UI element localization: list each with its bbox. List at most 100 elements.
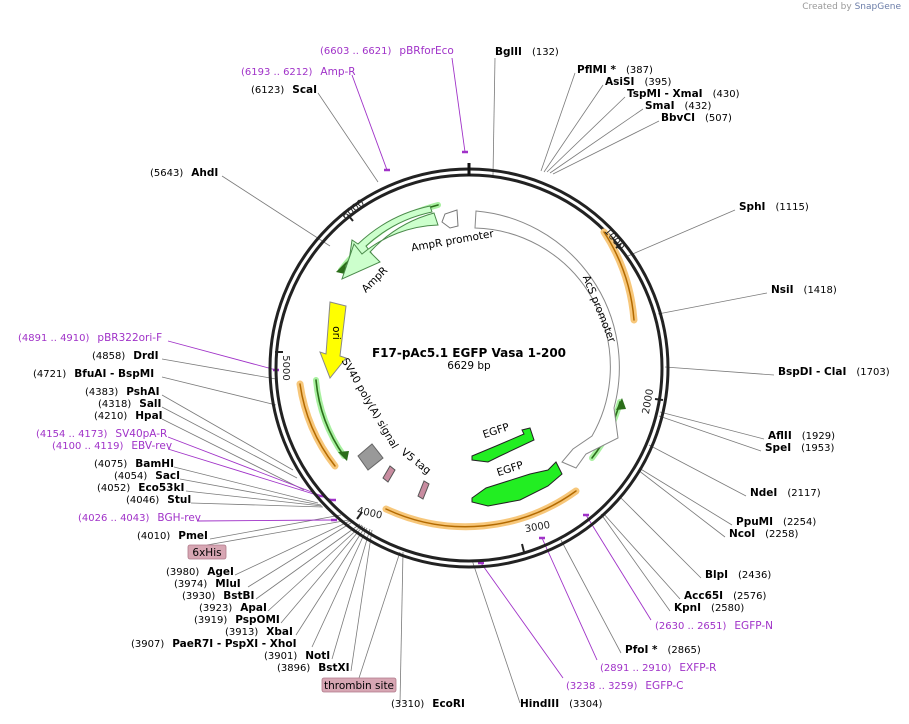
restriction-site[interactable]: AflII(1929): [768, 430, 835, 442]
restriction-site[interactable]: (4052)Eco53kI: [97, 482, 184, 494]
primer[interactable]: (6603 .. 6621)pBRforEco: [320, 45, 454, 57]
restriction-site[interactable]: BlpI(2436): [705, 569, 771, 581]
restriction-site[interactable]: (4210)HpaI: [94, 410, 163, 422]
restriction-site[interactable]: (4858)DrdI: [92, 350, 159, 362]
restriction-site[interactable]: (3913)XbaI: [225, 626, 293, 638]
site-leader-line: [209, 514, 342, 540]
restriction-site[interactable]: (3919)PspOMI: [194, 614, 280, 626]
restriction-site[interactable]: TspMI - XmaI(430): [627, 88, 740, 100]
tag-label[interactable]: 6xHis: [187, 544, 227, 560]
restriction-site[interactable]: (3974)MluI: [174, 578, 241, 590]
site-name: BspDI - ClaI: [778, 366, 846, 378]
primer[interactable]: (4100 .. 4119)EBV-rev: [52, 440, 172, 452]
primer[interactable]: (2630 .. 2651)EGFP-N: [655, 620, 773, 632]
site-leader-line: [234, 519, 353, 576]
restriction-site[interactable]: (4721)BfuAI - BspMI: [33, 368, 154, 380]
restriction-site[interactable]: (6123)ScaI: [251, 84, 317, 96]
site-position: (3930): [182, 591, 215, 602]
primer[interactable]: (3238 .. 3259)EGFP-C: [566, 680, 683, 692]
restriction-site[interactable]: NsiI(1418): [771, 284, 837, 296]
ori-feature[interactable]: [319, 301, 347, 379]
egfp-feature-1[interactable]: [471, 427, 535, 463]
6xhis-feature[interactable]: [417, 480, 430, 500]
primer-leader-line: [541, 537, 598, 661]
restriction-site[interactable]: (4010)PmeI: [137, 530, 208, 542]
restriction-site[interactable]: Acc65I(2576): [684, 590, 766, 602]
site-position: (387): [626, 65, 653, 76]
primer-leader-line: [585, 514, 652, 621]
restriction-site[interactable]: (4318)SalI: [98, 398, 161, 410]
ampr-promoter-feature[interactable]: [441, 209, 459, 229]
restriction-site[interactable]: SphI(1115): [739, 201, 809, 213]
site-label-text: NdeI(2117): [750, 487, 821, 499]
restriction-site[interactable]: (3310)EcoRI: [391, 698, 465, 710]
site-name: TspMI - XmaI: [627, 88, 703, 100]
tag-labels: 6xHis thrombin site: [187, 544, 397, 693]
site-leader-line: [295, 526, 366, 636]
site-name: PpuMI: [736, 516, 773, 528]
tag-label[interactable]: thrombin site: [321, 677, 397, 693]
restriction-site[interactable]: SpeI(1953): [765, 442, 834, 454]
site-name: ApaI: [240, 602, 267, 614]
v5-tag-feature[interactable]: [382, 465, 396, 483]
restriction-site[interactable]: (3980)AgeI: [166, 566, 234, 578]
restriction-site[interactable]: KpnI(2580): [674, 602, 744, 614]
site-label-text: PfoI *(2865): [625, 644, 701, 656]
site-label-text: PpuMI (2254): [736, 516, 816, 528]
restriction-site[interactable]: AsiSI(395): [605, 76, 671, 88]
site-name: XbaI: [266, 626, 293, 638]
site-position: (4054): [114, 471, 147, 482]
restriction-site[interactable]: (5643)AhdI: [150, 167, 218, 179]
restriction-site[interactable]: NcoI(2258): [729, 528, 798, 540]
site-position: (3304): [569, 699, 602, 710]
site-label-text: (4721)BfuAI - BspMI: [33, 368, 154, 380]
restriction-site[interactable]: PfoI *(2865): [625, 644, 701, 656]
restriction-site[interactable]: BbvCI(507): [661, 112, 732, 124]
site-name: SpeI: [765, 442, 791, 454]
site-position: (2254): [783, 517, 816, 528]
primer[interactable]: (4026 .. 4043)BGH-rev: [78, 512, 201, 524]
site-position: (2865): [668, 645, 701, 656]
restriction-site[interactable]: PpuMI (2254): [736, 516, 816, 528]
primer[interactable]: (4891 .. 4910)pBR322ori-F: [18, 332, 162, 344]
orange-band-1-core: [603, 231, 635, 321]
site-name: SphI: [739, 201, 765, 213]
restriction-site[interactable]: (3907)PaeR7I - PspXI - XhoI: [131, 638, 297, 650]
site-name: PspOMI: [235, 614, 280, 626]
restriction-site[interactable]: SmaI(432): [645, 100, 711, 112]
restriction-site[interactable]: (3930)BstBI: [182, 590, 254, 602]
site-position: (3901): [264, 651, 297, 662]
site-leader-line: [161, 376, 277, 406]
sv40-polya-feature[interactable]: [357, 443, 384, 471]
restriction-site[interactable]: BspDI - ClaI(1703): [778, 366, 890, 378]
restriction-site[interactable]: BglII(132): [495, 46, 559, 58]
site-label-text: BlpI(2436): [705, 569, 771, 581]
site-position: (4046): [126, 495, 159, 506]
feature-label: AcS promoter: [580, 273, 618, 344]
site-name: BamHI: [135, 458, 174, 470]
restriction-site[interactable]: HindIII(3304): [520, 698, 602, 710]
site-label-text: BbvCI(507): [661, 112, 732, 124]
restriction-site[interactable]: (3901)NotI: [264, 650, 330, 662]
restriction-site[interactable]: (3923)ApaI: [199, 602, 267, 614]
restriction-site[interactable]: (4046)StuI: [126, 494, 191, 506]
restriction-site[interactable]: (4054)SacI: [114, 470, 180, 482]
acs-promoter-feature[interactable]: [474, 210, 620, 469]
restriction-site[interactable]: NdeI(2117): [750, 487, 821, 499]
primer[interactable]: (4154 .. 4173)SV40pA-R: [36, 428, 167, 440]
tick-3000: [521, 543, 525, 553]
restriction-site[interactable]: (3896)BstXI: [277, 662, 350, 674]
restriction-site[interactable]: (4383)PshAI: [85, 386, 160, 398]
egfp-feature-2[interactable]: [471, 461, 563, 507]
site-name: NdeI: [750, 487, 777, 499]
feature-label: EGFP: [481, 421, 511, 441]
site-label-text: (5643)AhdI: [150, 167, 218, 179]
primer-leader-line: [480, 562, 564, 679]
ampr-feature-body[interactable]: [341, 212, 439, 280]
restriction-site[interactable]: (4075)BamHI: [94, 458, 174, 470]
site-label-text: (4010)PmeI: [137, 530, 208, 542]
primer[interactable]: (2891 .. 2910)EXFP-R: [600, 662, 716, 674]
site-position: (1418): [804, 285, 837, 296]
restriction-site[interactable]: PflMI *(387): [577, 64, 653, 76]
primer[interactable]: (6193 .. 6212)Amp-R: [241, 66, 356, 78]
